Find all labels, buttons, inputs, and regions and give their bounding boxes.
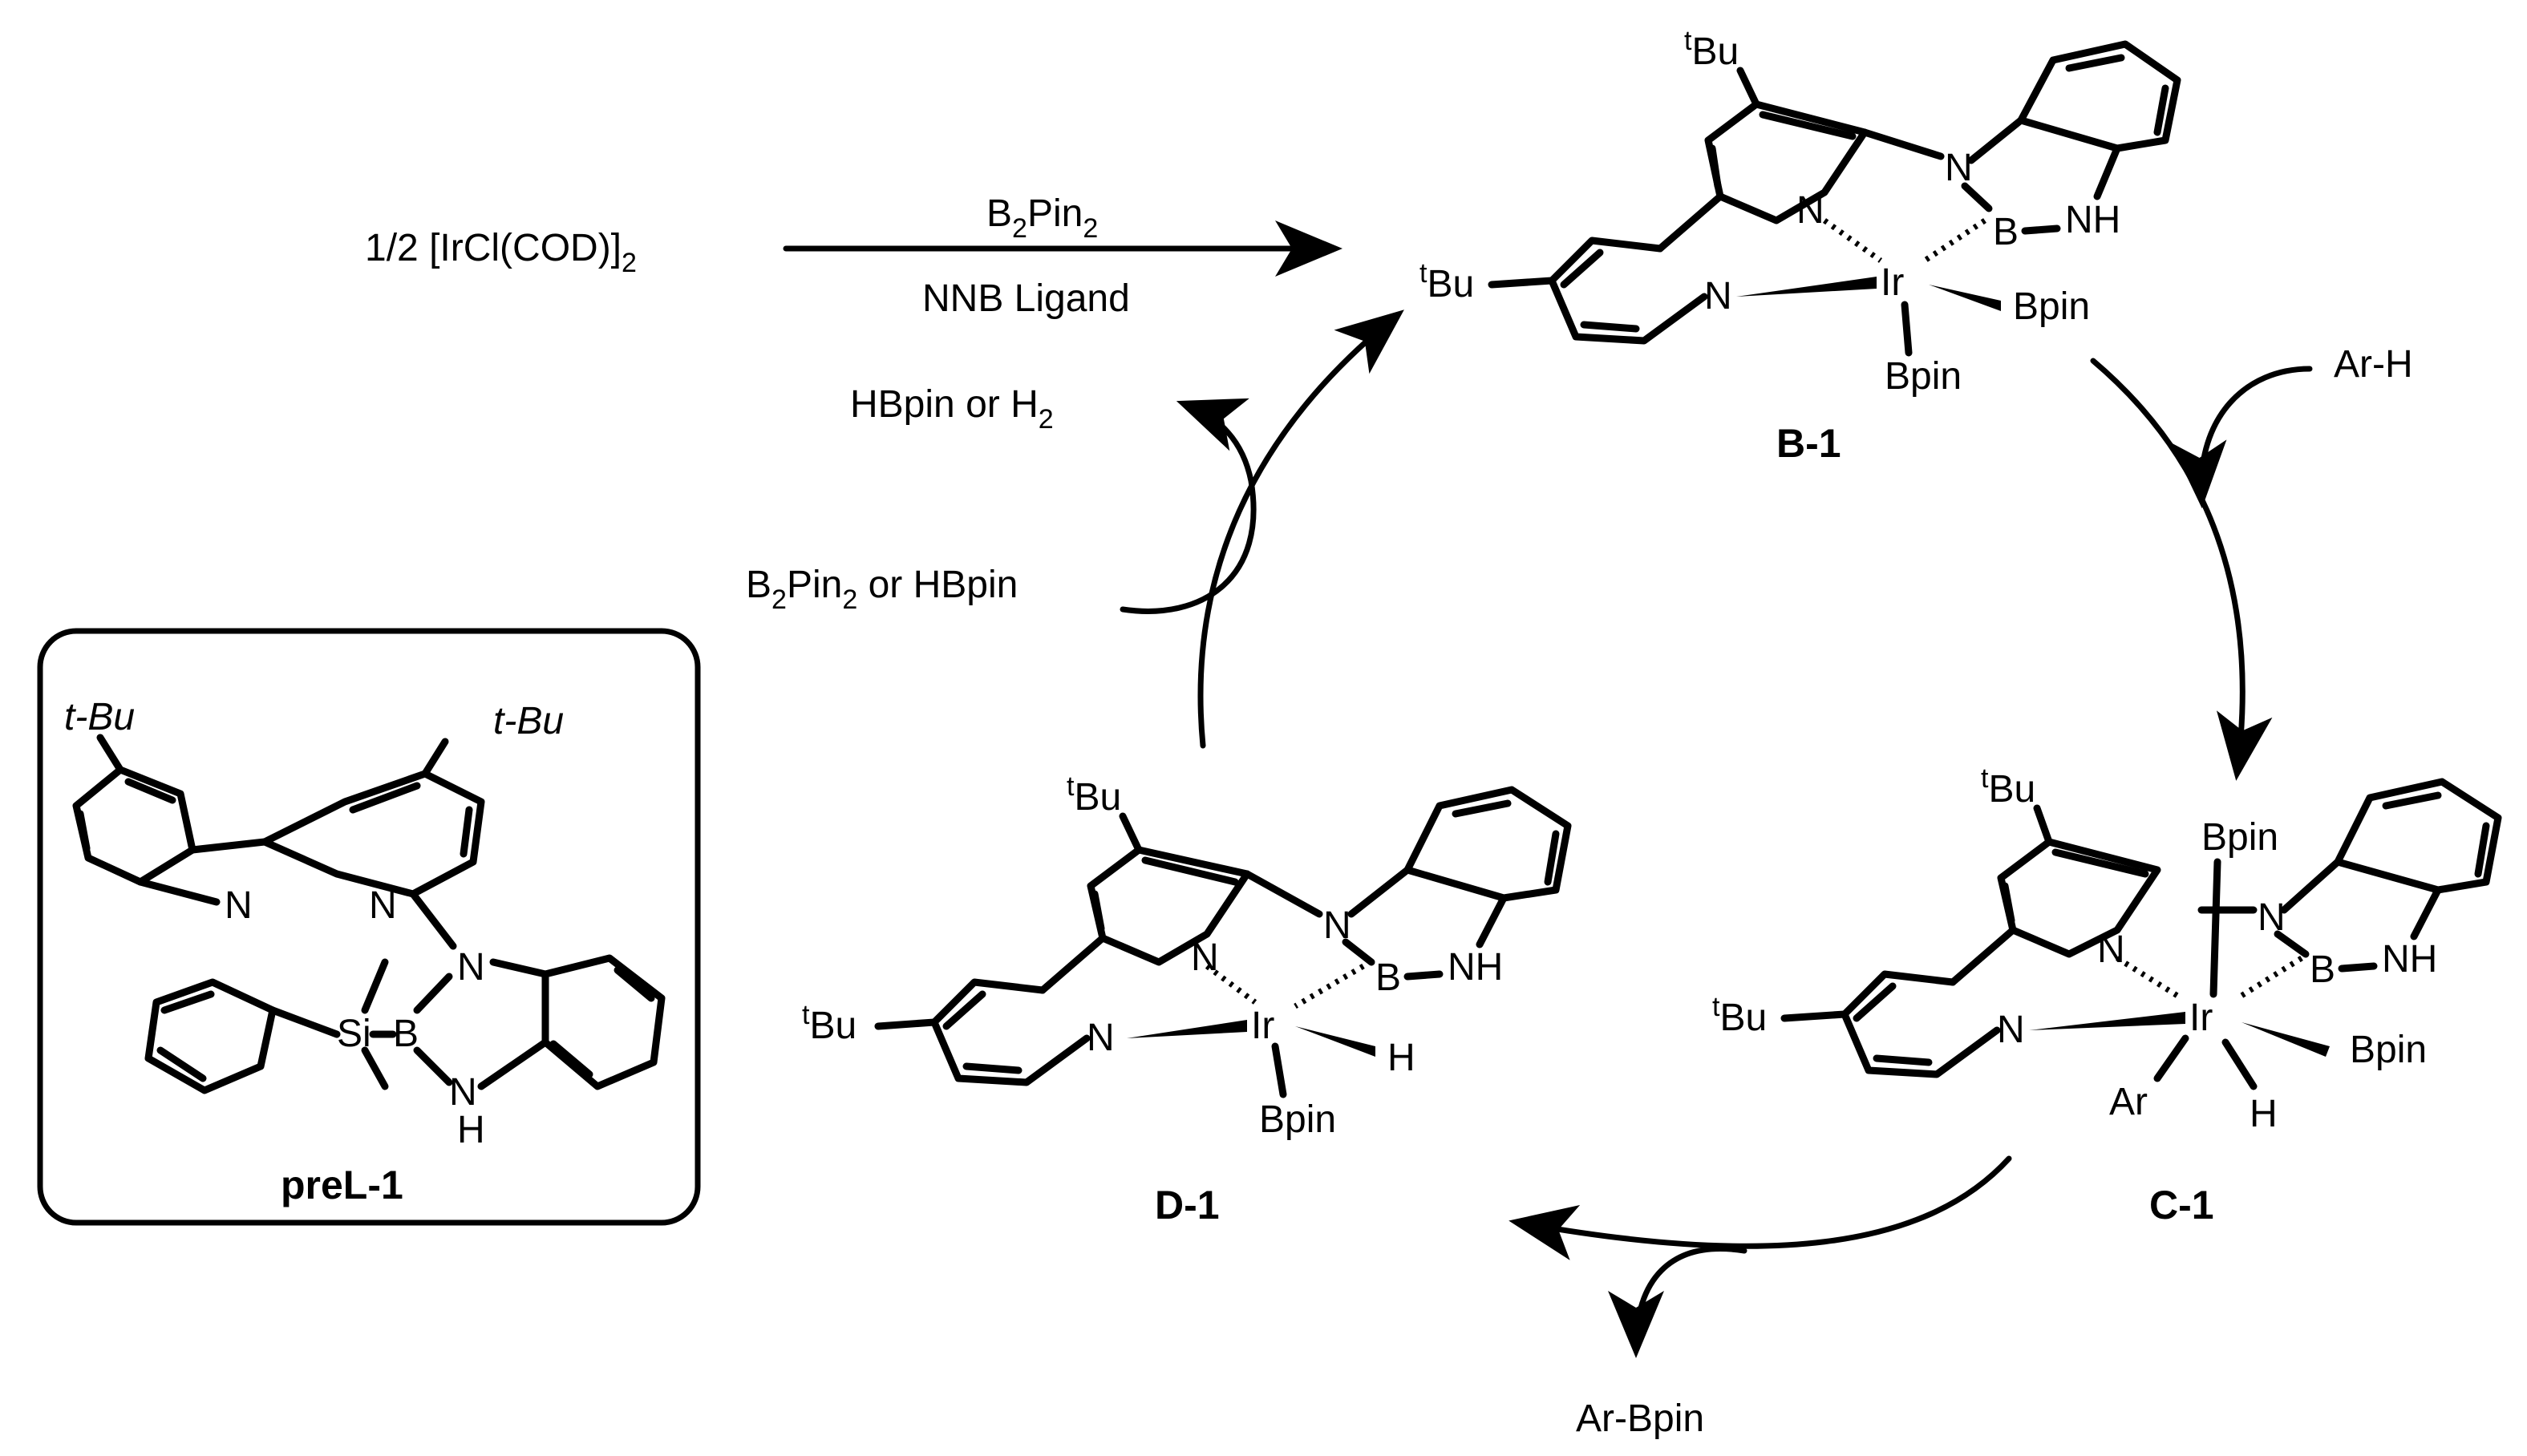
- b-atom: B: [1375, 957, 1401, 999]
- n-atom: N: [369, 884, 397, 927]
- prel1-box: t-Bu N N t-Bu N B N H Si preL-1: [37, 628, 701, 1226]
- reagent-nnb-ligand-label: NNB Ligand: [922, 277, 1130, 320]
- tbu-label: tBu: [1067, 771, 1121, 819]
- prel1-frame: [37, 628, 701, 1226]
- h-atom: H: [457, 1109, 485, 1151]
- arrow-d1-to-b1: [1197, 309, 1404, 749]
- ir-atom: Ir: [1881, 261, 1904, 304]
- complex-c1: tBu N N tBu N B NH Bpin Ir Bpin Ar H: [1712, 763, 2502, 1227]
- tbu-label: t-Bu: [493, 700, 564, 742]
- b-atom: B: [1993, 211, 2019, 253]
- byproduct-label: HBpin or H2: [850, 383, 1054, 435]
- arrow-c1-to-d1: [1509, 1155, 2012, 1260]
- bpin-label: Bpin: [2013, 285, 2090, 328]
- tbu-label: tBu: [1981, 763, 2035, 811]
- bpin-label: Bpin: [1259, 1098, 1336, 1141]
- nh-label: NH: [1448, 946, 1503, 989]
- n-atom: N: [457, 946, 485, 989]
- n-atom: N: [2097, 928, 2125, 971]
- n-atom: N: [2258, 896, 2286, 939]
- h-atom: H: [2250, 1093, 2278, 1135]
- reagent-b2pin2-label: B2Pin2: [986, 192, 1098, 244]
- nh-label: NH: [2382, 938, 2437, 981]
- nh-label: N: [449, 1071, 477, 1114]
- tbu-label: tBu: [802, 1000, 857, 1047]
- product-arbpin-label: Ar-Bpin: [1576, 1397, 1704, 1440]
- tbu-label: tBu: [1419, 258, 1474, 305]
- precatalyst-label: 1/2 [IrCl(COD)]2: [365, 227, 637, 278]
- arrow-b1-to-c1: [2090, 358, 2273, 781]
- n-atom: N: [1191, 936, 1219, 979]
- regen-reagent-label: B2Pin2 or HBpin: [746, 564, 1018, 615]
- h-atom: H: [1387, 1037, 1415, 1079]
- cycle-arrows: Ar-H Ar-Bpin B2Pin2 or HBpin HBpin or H2: [746, 309, 2413, 1440]
- n-atom: N: [1087, 1017, 1115, 1059]
- b-atom: B: [2310, 948, 2335, 991]
- arrow-arbpin-out: [1608, 1246, 1747, 1358]
- nh-label: NH: [2065, 199, 2120, 241]
- arrow-arh-in: [2170, 366, 2313, 508]
- compound-label-prel1: preL-1: [281, 1163, 403, 1207]
- n-atom: N: [1796, 189, 1824, 232]
- n-atom: N: [1945, 147, 1973, 189]
- substrate-arh-label: Ar-H: [2334, 343, 2413, 386]
- ir-atom: Ir: [2189, 997, 2213, 1039]
- tbu-label: tBu: [1712, 992, 1767, 1039]
- compound-label-c1: C-1: [2149, 1183, 2214, 1227]
- tbu-label: t-Bu: [64, 696, 135, 738]
- bpin-label: Bpin: [1885, 355, 1962, 398]
- complex-b1: tBu N N tBu N B NH Ir Bpin Bp: [1419, 26, 2181, 466]
- ar-label: Ar: [2109, 1081, 2148, 1123]
- bpin-label: Bpin: [2201, 816, 2278, 859]
- ir-atom: Ir: [1251, 1005, 1274, 1047]
- bpin-label: Bpin: [2350, 1029, 2427, 1071]
- complex-d1: tBu N N tBu N B NH Ir H Bpin D-1: [802, 771, 1572, 1227]
- arrow-regen-branch: [1120, 398, 1257, 614]
- compound-label-b1: B-1: [1776, 421, 1841, 466]
- compound-label-d1: D-1: [1155, 1183, 1220, 1227]
- n-atom: N: [225, 884, 253, 927]
- n-atom: N: [1704, 275, 1732, 317]
- activation-step: 1/2 [IrCl(COD)]2 B2Pin2 NNB Ligand: [365, 192, 1342, 320]
- tbu-label: tBu: [1684, 26, 1739, 73]
- n-atom: N: [1997, 1009, 2025, 1051]
